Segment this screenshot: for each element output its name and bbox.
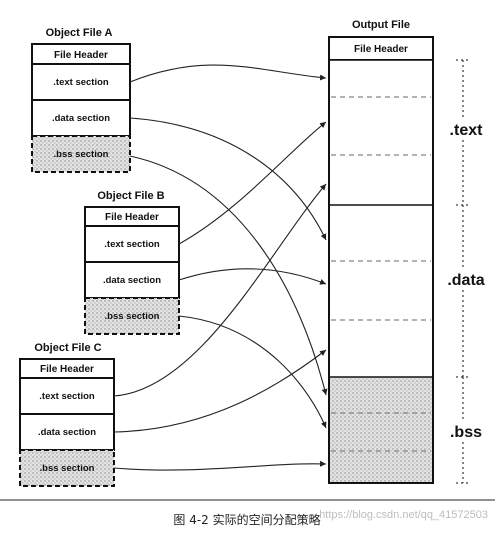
output-file-header-label: File Header bbox=[354, 44, 408, 55]
object-file-c-bss-label: .bss section bbox=[40, 463, 95, 474]
object-file-c-bss-section bbox=[19, 449, 115, 487]
object-file-b-text-label: .text section bbox=[104, 239, 160, 250]
arrow-c-text-to-output-text bbox=[113, 183, 327, 397]
object-file-a-title: Object File A bbox=[46, 27, 113, 39]
object-file-a-data-label: .data section bbox=[52, 113, 110, 124]
output-file-body bbox=[329, 60, 433, 377]
object-file-a-header-label: File Header bbox=[54, 50, 108, 61]
bss-label-mask bbox=[448, 420, 488, 442]
arrow-c-bss-to-output-bss bbox=[113, 460, 327, 471]
object-file-a-data-section bbox=[31, 99, 131, 137]
object-file-c-header-label: File Header bbox=[40, 364, 94, 375]
arrow-b-data-to-output-data bbox=[178, 268, 327, 285]
object-file-c-data-label: .data section bbox=[38, 427, 96, 438]
object-file-b-title: Object File B bbox=[97, 190, 164, 202]
object-file-b-data-label: .data section bbox=[103, 275, 161, 286]
output-data-segment-label: .data bbox=[447, 272, 484, 289]
arrow-c-data-to-output-data bbox=[113, 349, 327, 433]
object-file-c-text-label: .text section bbox=[39, 391, 95, 402]
figure-caption: 图 4-2 实际的空间分配策略 bbox=[173, 512, 320, 527]
arrow-a-text-to-output-text bbox=[129, 64, 327, 83]
arrow-a-data-to-output-data bbox=[129, 117, 327, 241]
object-file-a-bss-label: .bss section bbox=[54, 149, 109, 160]
object-file-c: Object File C File Header .text section … bbox=[19, 342, 115, 487]
object-file-b: Object File B File Header .text section … bbox=[84, 190, 180, 335]
object-file-a-text-section bbox=[31, 63, 131, 101]
output-bss-segment-label: .bss bbox=[450, 424, 482, 441]
arrow-a-bss-to-output-bss bbox=[129, 155, 328, 396]
output-file-border bbox=[328, 36, 434, 484]
object-file-a-bss-section bbox=[31, 135, 131, 173]
output-bss-fill bbox=[329, 377, 433, 483]
text-label-mask bbox=[448, 118, 488, 140]
object-file-a: Object File A File Header .text section … bbox=[31, 27, 131, 173]
output-file: Output File File Header .text .data .bss bbox=[328, 19, 488, 484]
object-file-b-bss-label: .bss section bbox=[105, 311, 160, 322]
object-file-b-bss-section bbox=[84, 297, 180, 335]
watermark: https://blog.csdn.net/qq_41572503 bbox=[319, 509, 488, 521]
output-file-title: Output File bbox=[352, 19, 410, 31]
mapping-arrows bbox=[113, 64, 328, 471]
output-text-segment-label: .text bbox=[450, 122, 484, 139]
arrow-b-bss-to-output-bss bbox=[178, 315, 327, 429]
object-file-c-title: Object File C bbox=[34, 342, 101, 354]
arrow-b-text-to-output-text bbox=[178, 121, 327, 245]
object-file-b-data-section bbox=[84, 261, 180, 299]
object-file-a-text-label: .text section bbox=[53, 77, 109, 88]
object-file-b-header-label: File Header bbox=[105, 212, 159, 223]
data-label-mask bbox=[448, 268, 488, 290]
